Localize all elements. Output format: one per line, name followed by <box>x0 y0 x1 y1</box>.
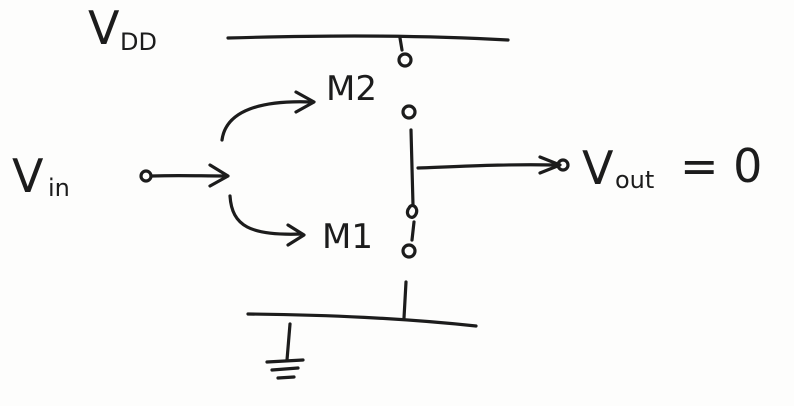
m2-bottom-terminal <box>401 104 417 120</box>
output-value: = 0 <box>680 139 762 193</box>
branch-arrowhead-m1 <box>286 223 306 247</box>
m1-connector <box>410 220 416 242</box>
vdd-rail <box>226 34 510 42</box>
output-terminal <box>556 158 570 172</box>
output-label-sub: out <box>615 166 654 194</box>
vdd-label-sub: DD <box>120 28 157 56</box>
input-label-v: V <box>12 149 44 203</box>
vdd-label-v: V <box>88 1 120 55</box>
input-terminal <box>139 169 153 183</box>
input-label: V in <box>12 149 70 203</box>
output-label: V out = 0 <box>582 139 762 195</box>
input-label-sub: in <box>48 174 70 202</box>
m2-label: M2 <box>326 69 377 109</box>
vdd-label: V DD <box>88 1 157 56</box>
output-wire <box>416 163 557 170</box>
m1-label: M1 <box>322 217 373 257</box>
branch-arrow-to-m2 <box>220 100 314 142</box>
middle-node-wire <box>409 128 415 207</box>
m2-top-terminal <box>397 52 413 68</box>
input-arrowhead <box>208 163 230 188</box>
ground-symbol <box>265 322 305 380</box>
vdd-drop-wire <box>398 36 404 52</box>
output-arrowhead <box>538 155 562 175</box>
ground-drop-wire <box>402 280 408 320</box>
m1-bottom-terminal <box>401 243 417 259</box>
m1-top-terminal <box>405 203 419 219</box>
branch-arrow-to-m1 <box>228 194 304 236</box>
ground-rail <box>246 312 478 328</box>
branch-arrowhead-m2 <box>294 90 316 114</box>
output-label-v: V <box>582 141 614 195</box>
